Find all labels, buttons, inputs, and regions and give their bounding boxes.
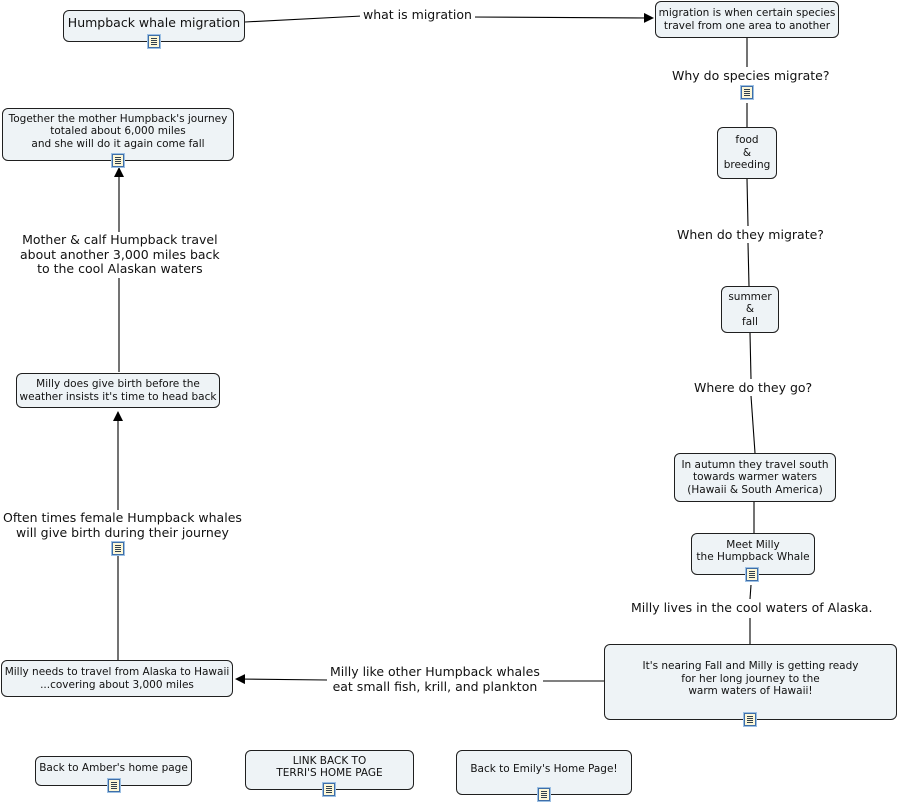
node-total-journey[interactable]: Together the mother Humpback's journey t… (2, 108, 234, 161)
document-icon[interactable] (537, 787, 551, 802)
node-label: summer & fall (728, 290, 772, 328)
node-migration-definition[interactable]: migration is when certain species travel… (655, 1, 839, 38)
link-label-what-is-migration: what is migration (360, 7, 475, 23)
link-label-lives-alaska: Milly lives in the cool waters of Alaska… (628, 600, 876, 616)
node-summer-fall[interactable]: summer & fall (721, 286, 779, 333)
link-label-text: When do they migrate? (677, 227, 824, 242)
link-label-text: Often times female Humpback whales will … (3, 510, 242, 540)
link-label-female-birth: Often times female Humpback whales will … (0, 510, 245, 540)
node-label: Back to Amber's home page (39, 761, 188, 774)
document-icon[interactable] (107, 778, 121, 793)
link-label-text: what is migration (363, 7, 472, 22)
link-label-calf-travel: Mother & calf Humpback travel about anot… (17, 232, 223, 277)
node-nearing-fall[interactable]: It's nearing Fall and Milly is getting r… (604, 644, 897, 720)
node-label: LINK BACK TO TERRI'S HOME PAGE (276, 754, 383, 780)
link-label-text: Mother & calf Humpback travel about anot… (20, 232, 220, 276)
document-icon[interactable] (743, 712, 757, 727)
node-milly-gives-birth[interactable]: Milly does give birth before the weather… (16, 373, 220, 408)
link-label-text: Why do species migrate? (672, 68, 830, 83)
line-when-to-summer (747, 242, 750, 287)
node-alaska-to-hawaii[interactable]: Milly needs to travel from Alaska to Haw… (1, 660, 233, 697)
document-icon[interactable] (740, 85, 754, 100)
node-label: In autumn they travel south towards warm… (681, 458, 829, 496)
node-label: Together the mother Humpback's journey t… (8, 112, 228, 150)
document-icon[interactable] (111, 541, 125, 556)
node-back-to-emily[interactable]: Back to Emily's Home Page! (456, 750, 632, 795)
node-label: migration is when certain species travel… (658, 7, 836, 32)
link-label-where-go: Where do they go? (691, 380, 816, 396)
link-label-like-whales: Milly like other Humpback whales eat sma… (327, 664, 543, 694)
node-label: Milly needs to travel from Alaska to Haw… (4, 666, 230, 691)
link-label-when-migrate: When do they migrate? (674, 227, 827, 243)
node-food-breeding[interactable]: food & breeding (717, 127, 777, 179)
link-label-text: Milly lives in the cool waters of Alaska… (631, 600, 873, 615)
line-food-to-when (746, 178, 749, 227)
line-summer-to-where (749, 332, 752, 380)
link-label-why-migrate: Why do species migrate? (669, 68, 833, 84)
line-where-to-autumn (750, 395, 756, 454)
line-label-to-definition (469, 12, 654, 23)
node-label: Meet Milly the Humpback Whale (696, 538, 810, 564)
node-label: It's nearing Fall and Milly is getting r… (642, 660, 859, 698)
document-icon[interactable] (147, 34, 161, 49)
document-icon[interactable] (111, 153, 125, 168)
line-meet-to-lives (749, 584, 752, 600)
node-label: Milly does give birth before the weather… (19, 378, 217, 403)
document-icon[interactable] (322, 782, 336, 797)
node-autumn-travel-south[interactable]: In autumn they travel south towards warm… (674, 453, 836, 502)
node-label: Back to Emily's Home Page! (470, 763, 618, 776)
line-topic-to-label (244, 15, 363, 23)
document-icon[interactable] (745, 567, 759, 582)
node-label: food & breeding (723, 134, 771, 172)
line-label-to-alaska (235, 674, 328, 685)
link-label-text: Milly like other Humpback whales eat sma… (330, 664, 540, 694)
link-label-text: Where do they go? (694, 380, 813, 395)
node-label: Humpback whale migration (67, 14, 241, 30)
